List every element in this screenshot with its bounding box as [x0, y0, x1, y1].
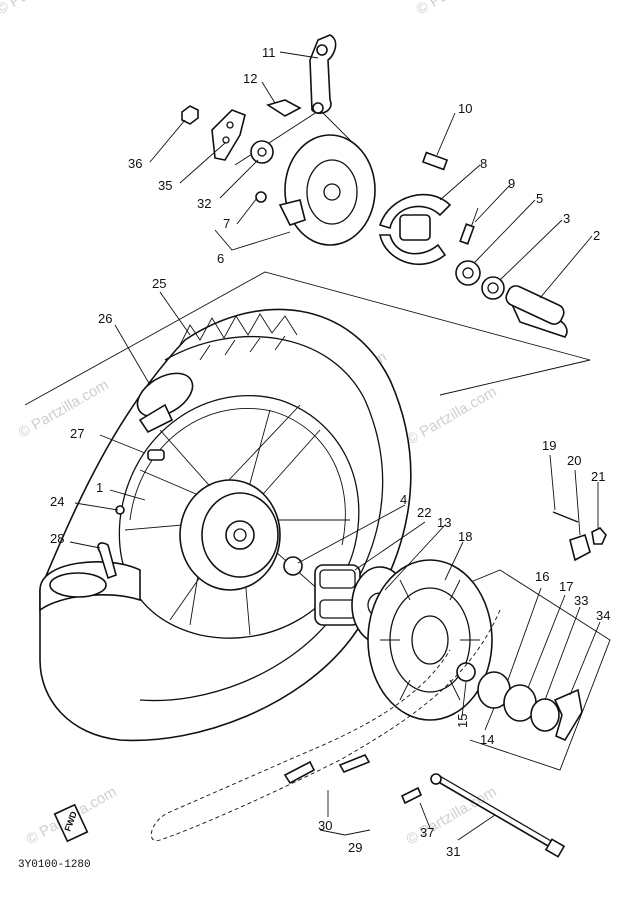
- watermark: © Partzilla.com: [0, 0, 90, 18]
- diagram-code: 3Y0100-1280: [18, 859, 91, 871]
- callout-6: 6: [217, 251, 224, 266]
- axle-spacer-2: [505, 285, 568, 338]
- callout-24: 24: [50, 494, 64, 509]
- callout-1: 1: [96, 480, 103, 495]
- callout-36: 36: [128, 156, 142, 171]
- watermark: © Partzilla.com: [404, 383, 500, 448]
- callout-34: 34: [596, 608, 610, 623]
- wheel-hub: [179, 479, 281, 591]
- hub-right-parts: [456, 662, 583, 742]
- callout-4: 4: [400, 492, 407, 507]
- rear-sprocket-18: [367, 559, 493, 721]
- callout-32: 32: [197, 196, 211, 211]
- callout-20: 20: [567, 453, 581, 468]
- callout-30: 30: [318, 818, 332, 833]
- callout-10: 10: [458, 101, 472, 116]
- callout-3: 3: [563, 211, 570, 226]
- callout-22: 22: [417, 505, 431, 520]
- callout-12: 12: [243, 71, 257, 86]
- callout-16: 16: [535, 569, 549, 584]
- callout-26: 26: [98, 311, 112, 326]
- callout-11: 11: [262, 45, 276, 60]
- adjuster-plate: [181, 105, 246, 161]
- callout-21: 21: [591, 469, 605, 484]
- bearings-top: [455, 207, 505, 300]
- chain-adjuster: [552, 511, 607, 562]
- callout-14: 14: [480, 732, 494, 747]
- callout-9: 9: [508, 176, 515, 191]
- callout-17: 17: [559, 579, 573, 594]
- callout-15: 15: [455, 714, 470, 728]
- callout-31: 31: [446, 844, 460, 859]
- callout-7: 7: [223, 216, 230, 231]
- callout-37: 37: [420, 825, 434, 840]
- callout-35: 35: [158, 178, 172, 193]
- callout-2: 2: [593, 228, 600, 243]
- wheel-small-parts: [97, 403, 303, 580]
- callout-29: 29: [348, 840, 362, 855]
- callout-33: 33: [574, 593, 588, 608]
- callout-5: 5: [536, 191, 543, 206]
- callout-25: 25: [152, 276, 166, 291]
- callout-28: 28: [50, 531, 64, 546]
- callout-27: 27: [70, 426, 84, 441]
- callout-numbers: 1 2 3 4 5 6 7 8 9 10 11 12 13 14 15 16 1…: [50, 45, 610, 859]
- brake-shoes: [378, 193, 452, 266]
- callout-13: 13: [437, 515, 451, 530]
- fwd-arrow: FWD: [53, 803, 89, 843]
- sprocket-hub-22: [314, 564, 361, 626]
- callout-19: 19: [542, 438, 556, 453]
- brake-camshaft-lever: [250, 34, 337, 203]
- callout-18: 18: [458, 529, 472, 544]
- drive-chain-29: [150, 609, 501, 842]
- watermark: © Partzilla.com: [414, 0, 510, 18]
- brake-plate: [278, 134, 449, 246]
- watermark: © Partzilla.com: [16, 376, 112, 441]
- leader-lines: [69, 51, 601, 841]
- wheel-group-outline: [24, 271, 591, 406]
- callout-8: 8: [480, 156, 487, 171]
